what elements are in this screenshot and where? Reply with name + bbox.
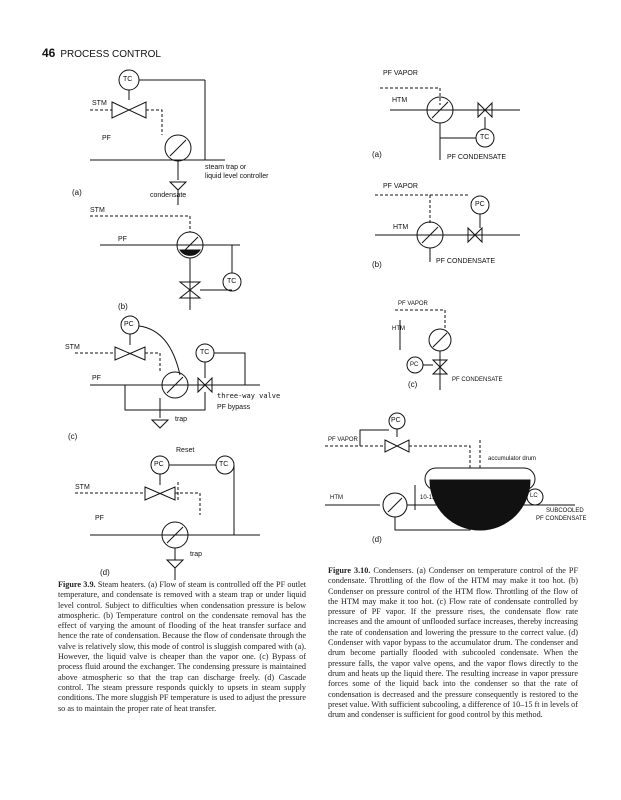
caption-text: Condensers. (a) Condenser on temperature… xyxy=(328,566,578,720)
pf-label: PF xyxy=(118,236,127,243)
fig39b-diagram xyxy=(90,215,242,310)
pf-vapor-label: PF VAPOR xyxy=(328,437,358,443)
trap-label: trap xyxy=(190,551,203,558)
pf-label: PF xyxy=(95,515,104,522)
tc-controller-label: TC xyxy=(200,349,210,356)
reset-label: Reset xyxy=(176,447,195,454)
pc-controller-label: PC xyxy=(154,461,164,468)
subfigure-tag: (a) xyxy=(72,188,82,197)
pf-vapor-label: PF VAPOR xyxy=(383,70,418,77)
fig310d-diagram xyxy=(325,412,575,531)
trap-note: liquid level controller xyxy=(205,173,269,180)
pf-bypass-label: PF bypass xyxy=(217,404,251,411)
tc-controller-label: TC xyxy=(123,76,133,83)
caption-text: Steam heaters. (a) Flow of steam is cont… xyxy=(58,580,307,713)
trap-note: steam trap or xyxy=(205,164,247,171)
fig39d-diagram xyxy=(75,455,260,580)
trap-label: trap xyxy=(175,416,188,423)
fig310b-diagram xyxy=(375,194,520,262)
pc-controller-label: PC xyxy=(391,417,401,424)
subcooled-label: PF CONDENSATE xyxy=(536,516,587,522)
pf-condensate-label: PF CONDENSATE xyxy=(452,377,503,383)
subfigure-tag: (a) xyxy=(372,150,382,159)
pf-condensate-label: PF CONDENSATE xyxy=(447,154,506,161)
figure-3-9-caption: Figure 3.9. Steam heaters. (a) Flow of s… xyxy=(58,580,306,714)
lc-controller-label: LC xyxy=(530,493,538,499)
caption-label: Figure 3.9. xyxy=(58,580,96,589)
pf-label: PF xyxy=(102,135,111,142)
subfigure-tag: (d) xyxy=(372,535,382,544)
fig39a-diagram xyxy=(90,69,225,205)
fig39c-diagram xyxy=(75,315,260,429)
pf-condensate-label: PF CONDENSATE xyxy=(436,258,495,265)
three-way-valve-label: three-way valve xyxy=(217,392,281,400)
height-difference-label: 10-15 FT xyxy=(420,495,445,501)
stm-label: STM xyxy=(92,100,107,107)
stm-label: STM xyxy=(90,207,105,214)
running-header: 46 PROCESS CONTROL xyxy=(42,46,161,60)
subcooled-label: SUBCOOLED xyxy=(546,508,584,514)
pf-vapor-label: PF VAPOR xyxy=(398,301,428,307)
pf-vapor-label: PF VAPOR xyxy=(383,183,418,190)
pf-label: PF xyxy=(92,375,101,382)
stm-label: STM xyxy=(65,344,80,351)
pc-controller-label: PC xyxy=(475,201,485,208)
fig310a-diagram xyxy=(380,87,520,160)
subfigure-tag: (c) xyxy=(408,380,418,389)
page-number: 46 xyxy=(42,46,56,60)
subfigure-tag: (d) xyxy=(100,568,110,577)
accumulator-drum-label: accumulator drum xyxy=(488,456,537,462)
subfigure-tag: (b) xyxy=(118,302,128,311)
pc-controller-label: PC xyxy=(124,321,134,328)
htm-label: HTM xyxy=(393,224,409,231)
tc-controller-label: TC xyxy=(227,278,237,285)
caption-label: Figure 3.10. xyxy=(328,566,371,575)
condensate-label: condensate xyxy=(150,192,187,199)
subfigure-tag: (b) xyxy=(372,260,382,269)
stm-label: STM xyxy=(75,484,90,491)
htm-label: HTM xyxy=(392,326,405,332)
tc-controller-label: TC xyxy=(219,461,229,468)
figure-3-10-caption: Figure 3.10. Condensers. (a) Condenser o… xyxy=(328,566,578,720)
pc-controller-label: PC xyxy=(410,362,419,368)
tc-controller-label: TC xyxy=(480,134,490,141)
htm-label: HTM xyxy=(330,495,343,501)
fig310c-diagram xyxy=(395,309,452,390)
subfigure-tag: (c) xyxy=(68,432,78,441)
running-title: PROCESS CONTROL xyxy=(60,49,161,60)
htm-label: HTM xyxy=(392,97,408,104)
